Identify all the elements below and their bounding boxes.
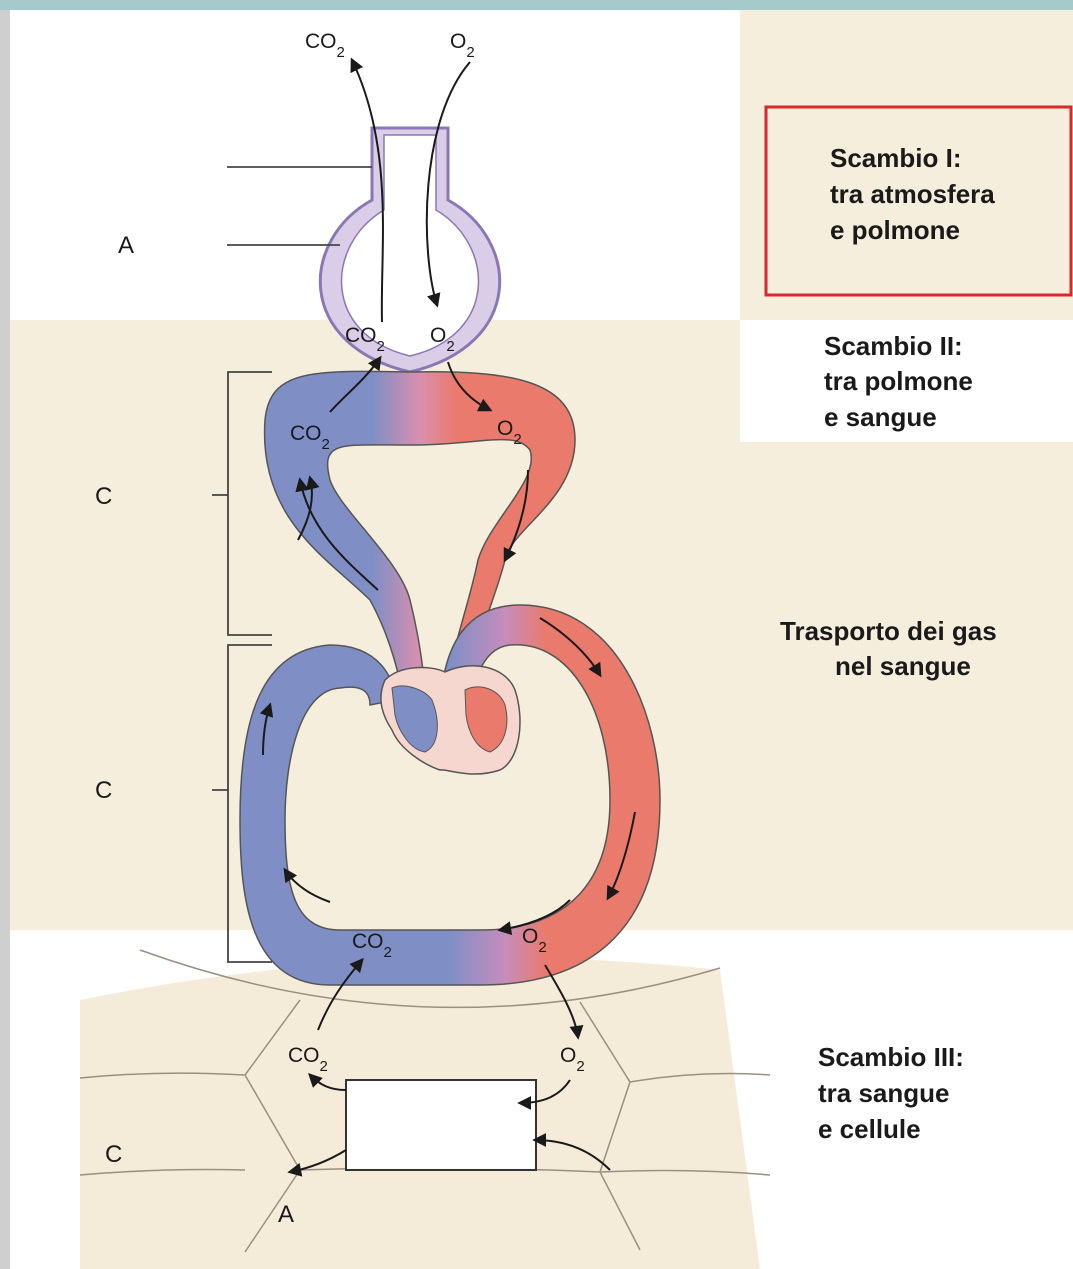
label-cell: A: [278, 1201, 294, 1228]
label-pulmonary-circuit: C: [95, 483, 112, 510]
left-edge-shadow: [0, 10, 10, 1269]
label-airway: A: [118, 232, 134, 259]
top-bar: [0, 0, 1073, 10]
cell-box: [346, 1080, 536, 1170]
label-systemic-circuit: C: [95, 777, 112, 804]
label-tissue: C: [105, 1141, 122, 1168]
